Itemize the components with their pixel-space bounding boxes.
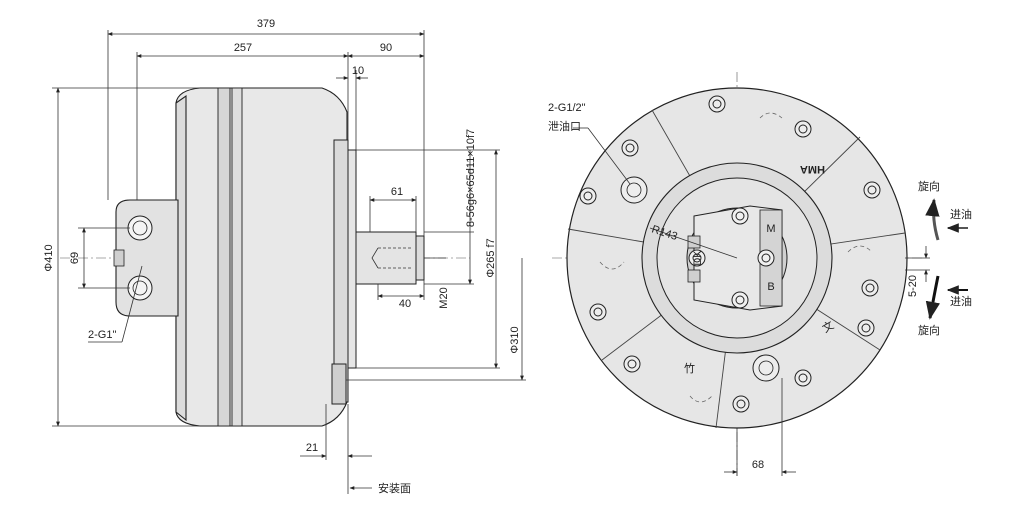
outer-bolts bbox=[579, 95, 881, 413]
lower-port bbox=[752, 354, 780, 382]
dim-phi410: Φ410 bbox=[43, 244, 55, 271]
dim-68: 68 bbox=[752, 459, 764, 471]
dim-90: 90 bbox=[380, 42, 392, 54]
center-mark-dk: DK bbox=[692, 250, 704, 266]
shaft-tip bbox=[415, 235, 425, 281]
dim-phi310: Φ310 bbox=[509, 326, 521, 353]
center-mark-m: M bbox=[766, 223, 775, 235]
pilot-boss bbox=[347, 149, 357, 369]
inlet-label-bottom: 进油 bbox=[950, 294, 972, 308]
dim-21: 21 bbox=[306, 442, 318, 454]
dim-69: 69 bbox=[69, 252, 81, 264]
rotation-arrow-bottom bbox=[925, 275, 940, 320]
hex-nut-bottom bbox=[687, 269, 701, 283]
dim-61: 61 bbox=[391, 186, 403, 198]
nameplate-text: HMA bbox=[800, 163, 825, 175]
inlet-label-top: 进油 bbox=[950, 207, 972, 221]
rotation-label-bottom: 旋向 bbox=[918, 323, 940, 337]
rotation-label-top: 旋向 bbox=[918, 179, 940, 193]
housing-ring-2 bbox=[231, 87, 243, 427]
output-shaft bbox=[355, 231, 417, 285]
flange-lug bbox=[331, 363, 347, 405]
hex-nut-top bbox=[687, 235, 701, 249]
mounting-flange bbox=[333, 139, 349, 403]
rotation-arrow-top bbox=[925, 198, 940, 241]
drain-port-text: 泄油口 bbox=[548, 119, 581, 133]
front-view: M DK B 竹 文 HMA R143 2-G1/2" 泄油口 bbox=[548, 72, 972, 476]
dim-spline-spec: 8-56g6×65d11×10f7 bbox=[465, 129, 477, 227]
mount-face-label: 安装面 bbox=[378, 481, 411, 495]
port-block bbox=[115, 199, 179, 317]
hidden-features bbox=[599, 112, 873, 403]
drain-port-label: 2-G1/2" bbox=[548, 102, 586, 114]
dim-m20: M20 bbox=[438, 287, 450, 308]
dim-phi265: Φ265 f7 bbox=[485, 238, 497, 277]
port-b bbox=[127, 275, 153, 301]
dim-40: 40 bbox=[399, 298, 411, 310]
dim-379: 379 bbox=[257, 18, 275, 30]
port-a bbox=[127, 215, 153, 241]
housing-ring-1 bbox=[217, 87, 231, 427]
center-mark-b: B bbox=[767, 281, 774, 293]
side-view: 379 257 90 10 61 40 69 Φ410 bbox=[43, 18, 526, 495]
center-bolts bbox=[688, 207, 775, 309]
port-label: 2-G1" bbox=[88, 329, 116, 341]
motor-housing bbox=[175, 87, 348, 427]
dim-10: 10 bbox=[352, 65, 364, 77]
quadrant-mark-1: 竹 bbox=[684, 361, 695, 375]
dim-5-20: 5-20 bbox=[907, 275, 919, 297]
drain-port bbox=[620, 176, 648, 204]
dim-257: 257 bbox=[234, 42, 252, 54]
